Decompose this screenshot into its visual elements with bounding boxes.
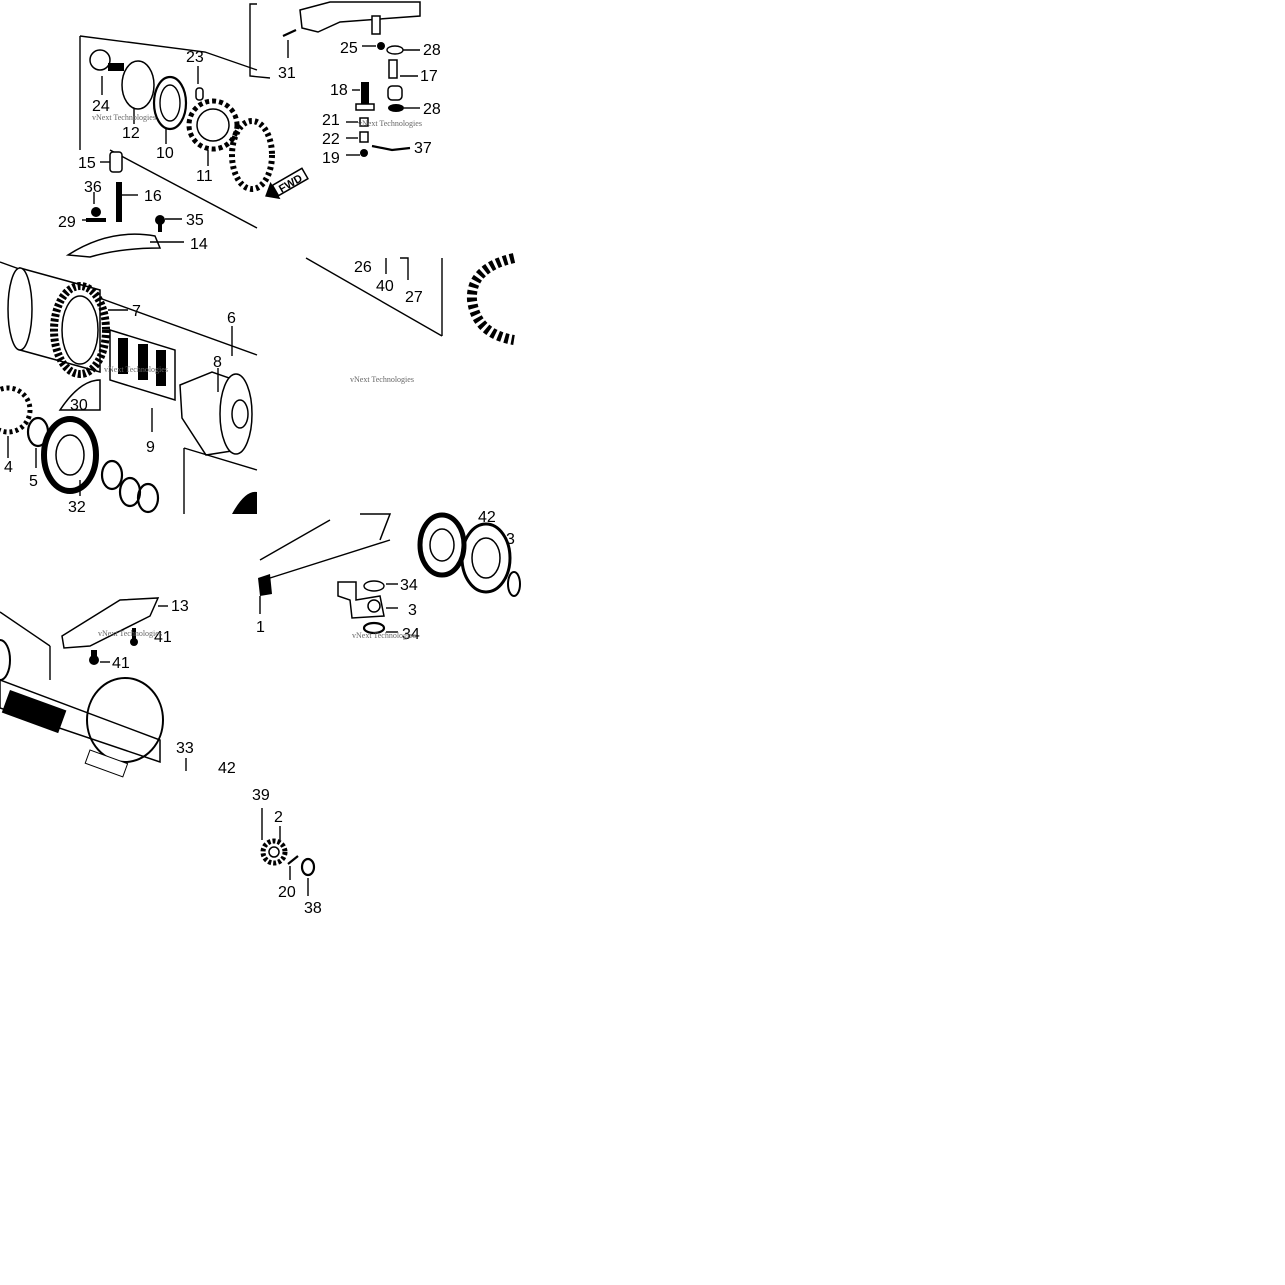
callout-25: 25: [340, 40, 358, 57]
dowel-15-part: [109, 151, 123, 173]
callout-12: 12: [122, 125, 140, 142]
callout-5: 5: [29, 473, 38, 490]
callout-34-upper: 34: [400, 577, 418, 594]
callout-8: 8: [213, 354, 222, 371]
plate-13-part: [61, 597, 160, 649]
bolt-35-part: [155, 215, 165, 232]
callout-40: 40: [376, 278, 394, 295]
callout-7: 7: [132, 303, 141, 320]
callout-20: 20: [278, 884, 296, 901]
shift-drum-7-part: [7, 267, 110, 378]
callout-36: 36: [84, 179, 102, 196]
bearing-part: [417, 512, 521, 597]
callout-1: 1: [256, 619, 265, 636]
callout-15: 15: [78, 155, 96, 172]
gear-partial-part: [229, 118, 275, 192]
callout-21: 21: [322, 112, 340, 129]
tile-bottom-center: 39 2 20 38: [252, 787, 322, 917]
watermark-text: vNext Technologies: [358, 119, 422, 128]
callout-13: 13: [171, 598, 189, 615]
tile-top-left: 24 12 10 23 11 15 16 36 29 35 14 vNext T…: [58, 35, 275, 258]
tile-middle-center: 26 40 27 vNext Technologies: [305, 253, 516, 384]
callout-28-upper: 28: [423, 42, 441, 59]
main-shaft-part: [0, 639, 164, 778]
forward-arrow-icon: FWD: [265, 167, 309, 200]
fork-assembly-8-part: [109, 328, 253, 456]
watermark-text: vNext Technologies: [352, 631, 416, 640]
bolt-41-part: [89, 628, 138, 665]
callout-17: 17: [420, 68, 438, 85]
callout-35: 35: [186, 212, 204, 229]
spring-16-part: [116, 182, 122, 222]
callout-3-edge: 3: [506, 531, 515, 548]
callout-30: 30: [70, 397, 88, 414]
watermark-text: vNext Technologies: [98, 629, 162, 638]
callout-22: 22: [322, 131, 340, 148]
bearing-32-part: [41, 416, 99, 494]
fwd-label: FWD: [277, 172, 305, 195]
callout-42-lower: 42: [218, 760, 236, 777]
washer-12-part: [121, 60, 155, 110]
callout-4: 4: [4, 459, 13, 476]
shift-arm-part: [299, 1, 421, 33]
tile-lower-center: 34 3 34 1 42 3 vNext Technologies: [256, 509, 521, 643]
callout-2: 2: [274, 809, 283, 826]
callout-24: 24: [92, 98, 110, 115]
gear-partial-right-part: [466, 253, 516, 345]
callout-9: 9: [146, 439, 155, 456]
callout-23: 23: [186, 49, 204, 66]
callout-41-upper: 41: [154, 629, 172, 646]
callout-37: 37: [414, 140, 432, 157]
watermark-text: vNext Technologies: [92, 113, 156, 122]
callout-39: 39: [252, 787, 270, 804]
watermark-text: vNext Technologies: [350, 375, 414, 384]
tile-lower-left: 13 41 41 33 42 vNext Technologies: [0, 597, 236, 778]
callout-26: 26: [354, 259, 372, 276]
clip-38-part: [300, 857, 316, 877]
callout-27: 27: [405, 289, 423, 306]
callout-16: 16: [144, 188, 162, 205]
callout-10: 10: [156, 145, 174, 162]
callout-32: 32: [68, 499, 86, 516]
pin-23-part: [195, 87, 204, 101]
callout-31: 31: [278, 65, 296, 82]
callout-41-lower: 41: [112, 655, 130, 672]
callout-29: 29: [58, 214, 76, 231]
callout-14: 14: [190, 236, 208, 253]
callout-42-upper: 42: [478, 509, 496, 526]
callout-19: 19: [322, 150, 340, 167]
tile-middle-left: 7 6 8 30 9 4 5 32 vNext Technologies: [0, 261, 258, 516]
callout-38: 38: [304, 900, 322, 917]
gear-4-part: [0, 385, 33, 435]
callout-28-lower: 28: [423, 101, 441, 118]
ball-36-part: [91, 207, 101, 217]
bolt-24-part: [89, 49, 124, 71]
watermark-text: vNext Technologies: [104, 365, 168, 374]
tile-top-center: FWD 31 25 28 17 18 28 21 22 19 37 vNext …: [249, 1, 441, 200]
callout-3: 3: [408, 602, 417, 619]
gear-11-part: [186, 98, 240, 152]
callout-6: 6: [227, 310, 236, 327]
shift-fork-3-part: [337, 581, 385, 619]
callout-34-lower: 34: [402, 626, 420, 643]
gear-2-part: [260, 838, 288, 866]
lever-14-part: [65, 233, 162, 258]
callout-33: 33: [176, 740, 194, 757]
callout-11: 11: [196, 168, 213, 185]
callout-18: 18: [330, 82, 348, 99]
washer-10-part: [152, 75, 188, 131]
